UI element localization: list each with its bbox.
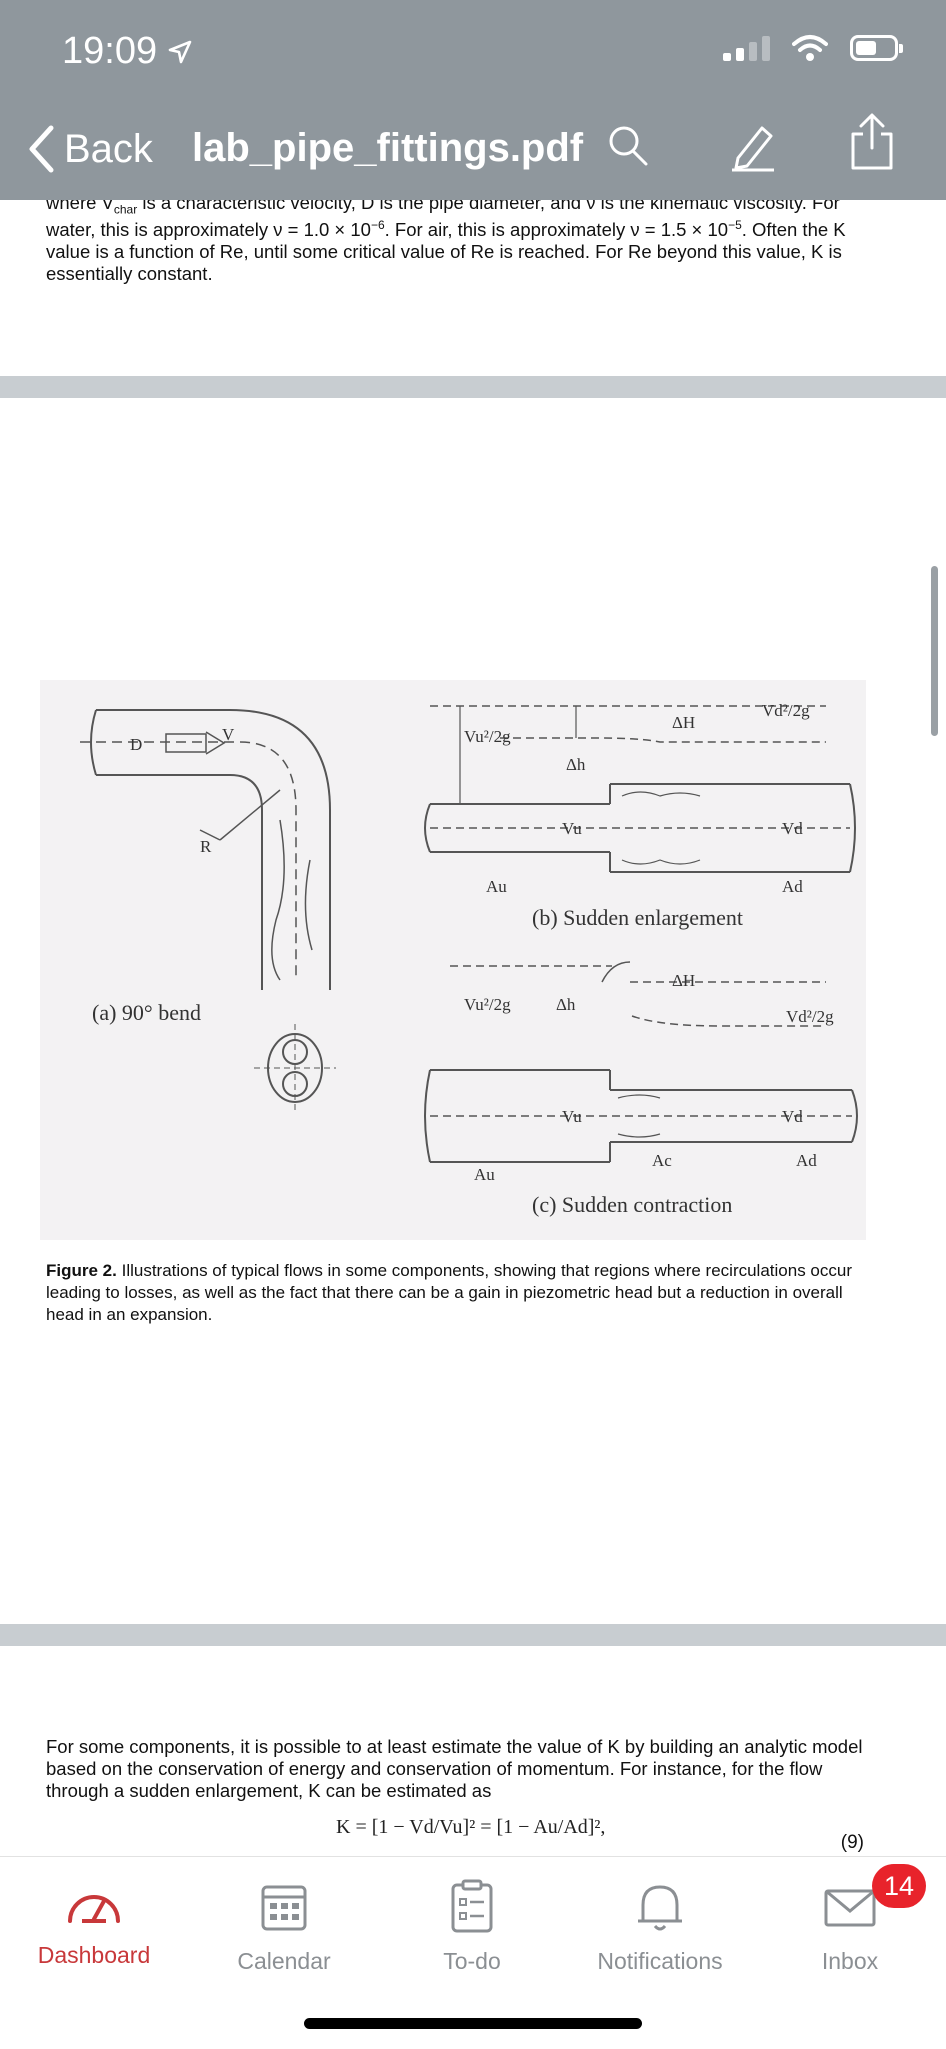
label-Vd-b: Vd (782, 819, 803, 838)
tab-notifications[interactable]: Notifications (570, 1879, 750, 1975)
figure-caption: Figure 2. Illustrations of typical flows… (46, 1261, 852, 1324)
clipboard-icon (451, 1879, 493, 1933)
label-b: (b) Sudden enlargement (532, 905, 743, 930)
label-vd2g-b: Vd²/2g (762, 701, 810, 720)
page-separator-2 (0, 1624, 946, 1646)
tab-todo-label: To-do (443, 1948, 501, 1974)
paragraph-1: water, this is approximately ν = 1.0 × 1… (46, 218, 846, 285)
back-button[interactable]: Back (26, 124, 153, 174)
status-time: 19:09 (62, 30, 193, 73)
annotate-pen-icon[interactable] (728, 120, 778, 172)
enlargement-diagram (424, 705, 856, 873)
label-D: D (130, 735, 142, 754)
label-dh-c: Δh (556, 995, 576, 1014)
tab-todo[interactable]: To-do (382, 1879, 562, 1975)
battery-icon (850, 35, 903, 61)
pipe-fittings-diagram: D V R (a) 90° bend Vu²/2g Δh ΔH Vd²/2g V… (80, 701, 858, 1217)
label-R: R (200, 837, 212, 856)
calendar-icon (261, 1885, 307, 1931)
label-Vu-c: Vu (562, 1107, 582, 1126)
tab-bar: Dashboard Calendar To-do Notifications (0, 1856, 946, 2049)
label-vu2g-c: Vu²/2g (464, 995, 511, 1014)
label-Ad-b: Ad (782, 877, 803, 896)
share-icon[interactable] (848, 112, 896, 172)
paragraph-2: For some components, it is possible to a… (46, 1736, 863, 1801)
label-Au-b: Au (486, 877, 507, 896)
top-bar: 19:09 Back lab_pipe_fittings.pdf (0, 0, 946, 200)
label-vd2g-c: Vd²/2g (786, 1007, 834, 1026)
status-icons (723, 34, 903, 62)
search-icon[interactable] (606, 120, 650, 170)
chevron-left-icon (29, 125, 54, 173)
equation-number: (9) (840, 1832, 864, 1853)
back-label: Back (64, 126, 153, 171)
bell-icon (638, 1885, 682, 1931)
tab-inbox-label: Inbox (821, 1948, 879, 1974)
tab-calendar[interactable]: Calendar (194, 1879, 374, 1975)
tab-inbox[interactable]: Inbox (760, 1879, 940, 1975)
cellular-signal-icon (723, 35, 770, 61)
label-c: (c) Sudden contraction (532, 1192, 732, 1217)
gauge-icon (68, 1895, 120, 1923)
label-Au-c: Au (474, 1165, 495, 1184)
label-a: (a) 90° bend (92, 1000, 201, 1025)
figure-2: D V R (a) 90° bend Vu²/2g Δh ΔH Vd²/2g V… (40, 680, 866, 1240)
nav-bar: Back lab_pipe_fittings.pdf (0, 113, 946, 182)
label-Vd-c: Vd (782, 1107, 803, 1126)
label-Vu-b: Vu (562, 819, 582, 838)
label-dH-c: ΔH (672, 971, 695, 990)
label-vu2g-b: Vu²/2g (464, 727, 511, 746)
home-indicator[interactable] (304, 2018, 642, 2029)
wifi-icon (792, 35, 828, 61)
envelope-icon (824, 1889, 876, 1927)
label-V: V (222, 725, 235, 744)
contraction-diagram (424, 961, 858, 1163)
tab-dashboard-label: Dashboard (37, 1942, 151, 1968)
label-Ac-c: Ac (652, 1151, 672, 1170)
location-arrow-icon (168, 40, 192, 63)
label-dH-b: ΔH (672, 713, 695, 732)
equation-9: K = [1 − Vd/Vu]² = [1 − Au/Ad]², (336, 1816, 606, 1838)
document-title: lab_pipe_fittings.pdf (192, 126, 584, 170)
label-Ad-c: Ad (796, 1151, 817, 1170)
label-dh-b: Δh (566, 755, 586, 774)
tab-dashboard[interactable]: Dashboard (4, 1879, 184, 1969)
scroll-indicator[interactable] (931, 566, 938, 736)
tab-notifications-label: Notifications (597, 1948, 723, 1974)
inbox-badge: 14 (872, 1864, 926, 1908)
page-separator (0, 376, 946, 398)
tab-calendar-label: Calendar (237, 1948, 331, 1974)
bend-diagram (80, 709, 336, 1112)
